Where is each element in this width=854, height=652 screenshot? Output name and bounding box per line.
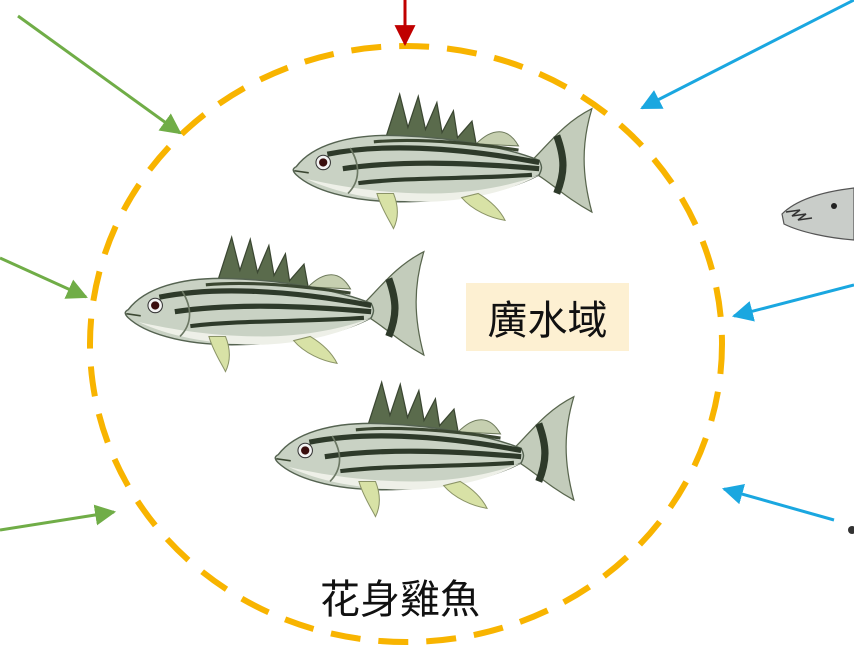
green-arrow-lower-left <box>0 504 117 532</box>
center-label: 廣水域 <box>466 283 629 351</box>
blue-arrow-upper-right <box>640 0 854 110</box>
fish-icon <box>275 382 574 516</box>
green-arrow-mid-left <box>0 256 88 299</box>
partial-fish-icon <box>781 187 854 241</box>
blue-arrow-mid-right <box>731 283 854 322</box>
blue-arrow-lower-right <box>721 484 835 522</box>
fish-icon <box>293 94 592 228</box>
fish-icon <box>125 237 424 371</box>
edge-marker <box>848 526 854 534</box>
bottom-label: 花身雞魚 <box>320 577 480 623</box>
green-arrow-upper-left <box>17 14 182 135</box>
